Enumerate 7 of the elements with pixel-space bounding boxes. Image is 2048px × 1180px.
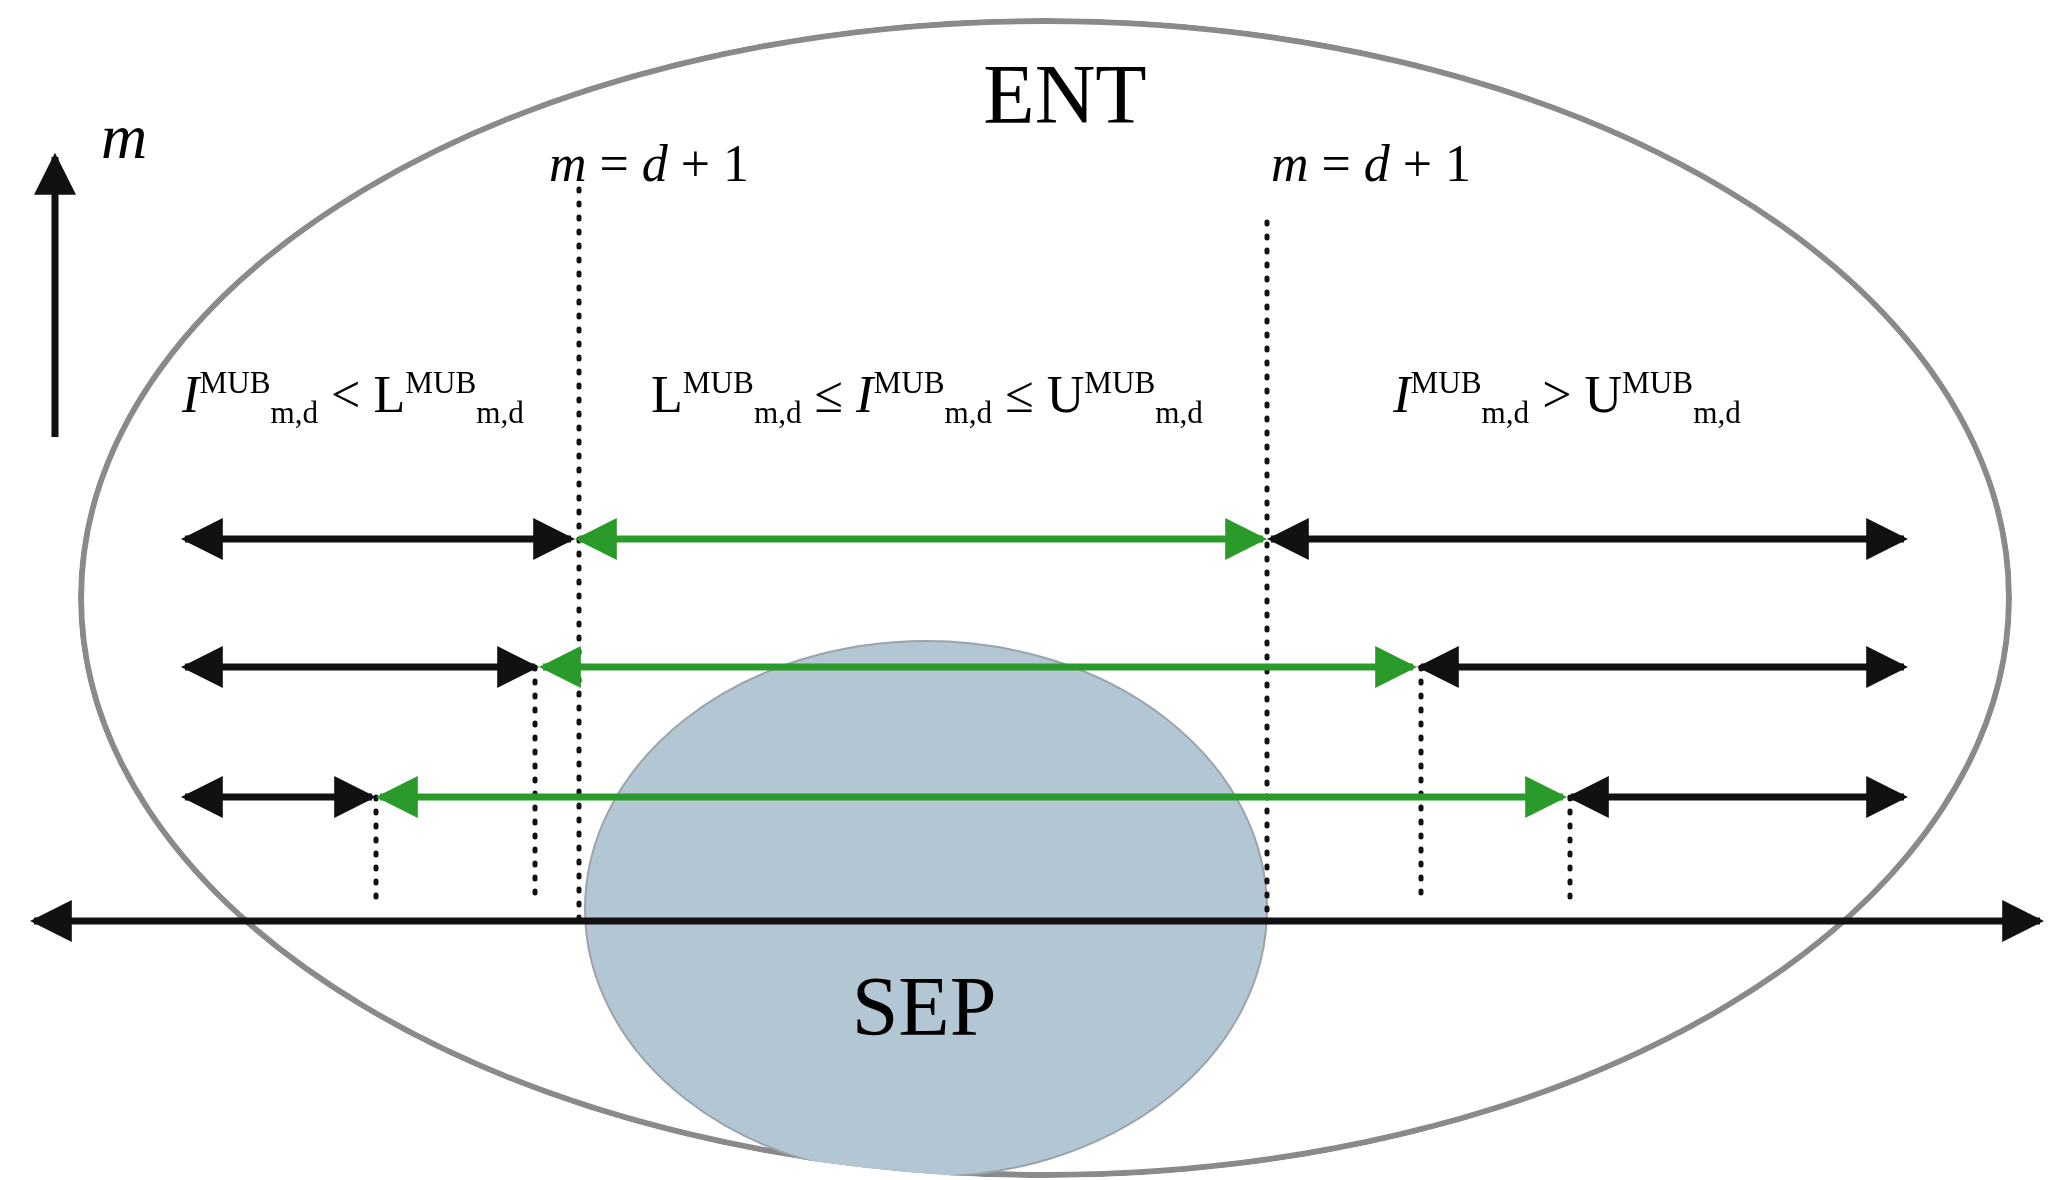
threshold-label: m = d + 1 bbox=[1270, 133, 1472, 193]
set-ellipse bbox=[78, 18, 2012, 1178]
set-label: SEP bbox=[851, 958, 997, 1055]
set-ellipse bbox=[584, 640, 1268, 1178]
axis-label: m bbox=[100, 100, 148, 174]
threshold-label: m = d + 1 bbox=[548, 133, 750, 193]
set-label: ENT bbox=[983, 46, 1147, 143]
